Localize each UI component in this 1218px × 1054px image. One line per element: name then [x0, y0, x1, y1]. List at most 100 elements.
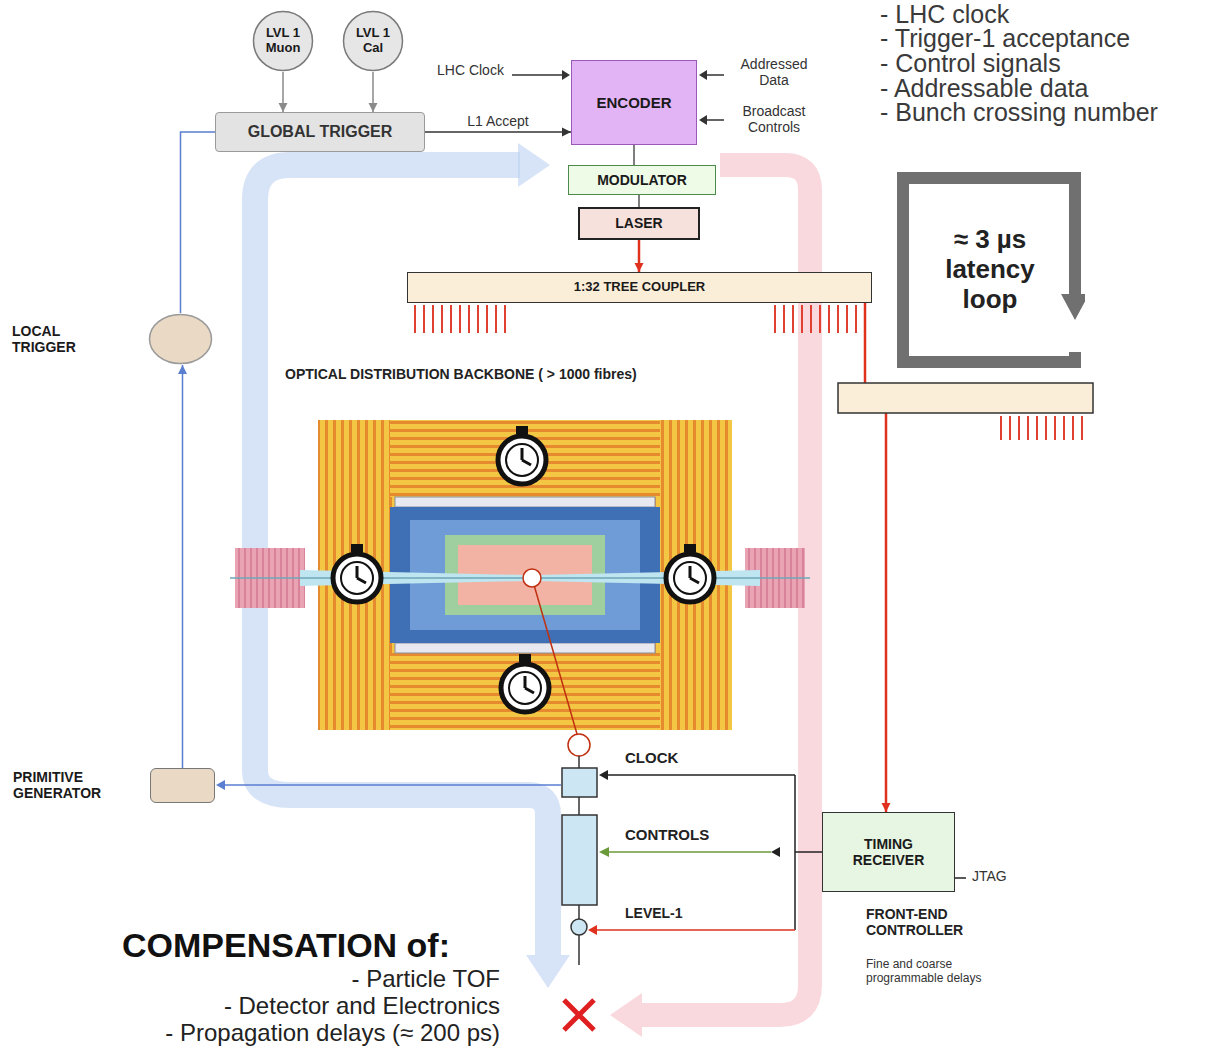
front-end-clock-box — [562, 768, 597, 797]
controls-wire — [609, 851, 771, 853]
feature-list-item: - Control signals — [880, 49, 1061, 78]
primitive-generator-box: PRIMITIVE GENERATOR — [150, 768, 215, 803]
muon-chamber — [395, 643, 655, 653]
front-end-pipeline — [562, 815, 597, 905]
trigger-primitive-wire — [224, 784, 561, 786]
front-end-wire — [578, 905, 580, 919]
signal-name: LHC Clock — [437, 62, 504, 78]
clock-ring — [674, 562, 706, 594]
feature-list-item: - Bunch crossing number — [880, 98, 1158, 127]
node-label: LASER — [615, 215, 662, 231]
local-trigger-oval: LOCAL TRIGGER — [148, 313, 213, 365]
connector — [865, 303, 891, 812]
clock-ring — [506, 444, 538, 476]
clock-icon — [666, 544, 714, 602]
node-label: LOCAL TRIGGER — [12, 323, 96, 355]
particle-track — [532, 578, 577, 734]
signal-name: CONTROLS — [625, 826, 709, 843]
note-item: - Particle TOF — [40, 965, 500, 993]
feature-list-item: - Trigger-1 acceptance — [880, 24, 1130, 53]
detector-body — [318, 420, 732, 730]
trigger-circle: LVL 1 Cal — [342, 10, 404, 72]
arrow-head — [562, 128, 571, 137]
arrow-head — [699, 115, 707, 125]
clock-ring — [509, 672, 541, 704]
connector-line — [638, 195, 640, 207]
signal-name: Addressed Data — [726, 56, 822, 88]
coupler-bar — [838, 383, 1093, 413]
interaction-point — [523, 569, 541, 587]
signal-name: LEVEL-1 — [625, 905, 683, 921]
connector-line — [865, 303, 886, 812]
clock-face — [498, 436, 546, 484]
signal-name: Broadcast Controls — [726, 103, 822, 135]
flow-band-head — [610, 993, 642, 1037]
clock-icon — [501, 654, 549, 712]
arrow-head — [178, 365, 187, 374]
clock-knob — [684, 544, 696, 552]
local-trigger-oval-shape — [150, 315, 212, 364]
trigger-circle-shape — [254, 12, 313, 71]
signal-name: CLOCK — [625, 749, 678, 766]
clock-face — [501, 664, 549, 712]
laser-box: LASER — [578, 207, 700, 240]
arrow-head — [635, 263, 644, 272]
backbone-caption: OPTICAL DISTRIBUTION BACKBONE ( > 1000 f… — [285, 366, 637, 382]
trigger-box: GLOBAL TRIGGER — [215, 112, 425, 152]
trigger-circle: LVL 1 Muon — [252, 10, 314, 72]
connector — [639, 195, 640, 207]
beam-pipe — [230, 577, 810, 579]
coupler-bar: 1:32 TREE COUPLER — [407, 272, 872, 303]
note: Fine and coarse programmable delays — [866, 958, 996, 986]
jtag-wire — [955, 877, 966, 879]
timing-receiver-box: TIMING RECEIVER — [822, 812, 955, 892]
arrow-head — [588, 925, 597, 935]
trigger-circle-shape — [344, 12, 403, 71]
detector-barrel — [390, 653, 660, 730]
clock-icon — [333, 544, 381, 602]
arrow-head — [882, 803, 891, 812]
node-label: 1:32 TREE COUPLER — [574, 280, 705, 295]
node-label: PRIMITIVE GENERATOR — [13, 769, 125, 801]
node-label: GLOBAL TRIGGER — [248, 123, 393, 141]
clock-icon — [498, 426, 546, 484]
modulator-box: MODULATOR — [568, 165, 716, 195]
clock-hands — [522, 448, 531, 465]
heading-note: COMPENSATION of: — [122, 926, 450, 965]
node-label: ≈ 3 µs latency loop — [931, 225, 1049, 315]
connector-line — [182, 365, 184, 768]
front-end-wire — [578, 797, 580, 815]
part-name: FRONT-END CONTROLLER — [866, 906, 996, 938]
arrow-head — [562, 70, 570, 80]
arrow-head — [279, 103, 288, 112]
connector-line — [181, 132, 216, 313]
arrow-head — [599, 770, 608, 780]
front-end-wire — [578, 756, 580, 768]
detector-hit — [568, 734, 590, 756]
connector — [635, 240, 644, 272]
node-label: LVL 1 Cal — [349, 26, 397, 56]
signal-name: JTAG — [972, 868, 1007, 884]
edge-label: L1 Accept — [465, 113, 531, 129]
clock-ring — [341, 562, 373, 594]
clock-hands — [357, 566, 366, 583]
loop-frame — [903, 178, 1075, 362]
connector — [369, 72, 378, 112]
fibre-fan-out — [415, 305, 856, 333]
latency-loop: ≈ 3 µs latency loop — [895, 170, 1085, 370]
fibre-fan-out — [1001, 416, 1082, 440]
connector — [178, 365, 187, 768]
node-label: TIMING RECEIVER — [839, 836, 939, 868]
connector-line — [633, 145, 635, 165]
arrow-head — [599, 847, 609, 857]
arrow-head — [699, 70, 707, 80]
flow-band-head — [526, 955, 570, 988]
level1-wire — [597, 929, 795, 931]
connector — [279, 72, 288, 112]
error-cross — [564, 1000, 594, 1030]
flow-band-head — [518, 143, 550, 187]
muon-chamber — [395, 497, 655, 507]
